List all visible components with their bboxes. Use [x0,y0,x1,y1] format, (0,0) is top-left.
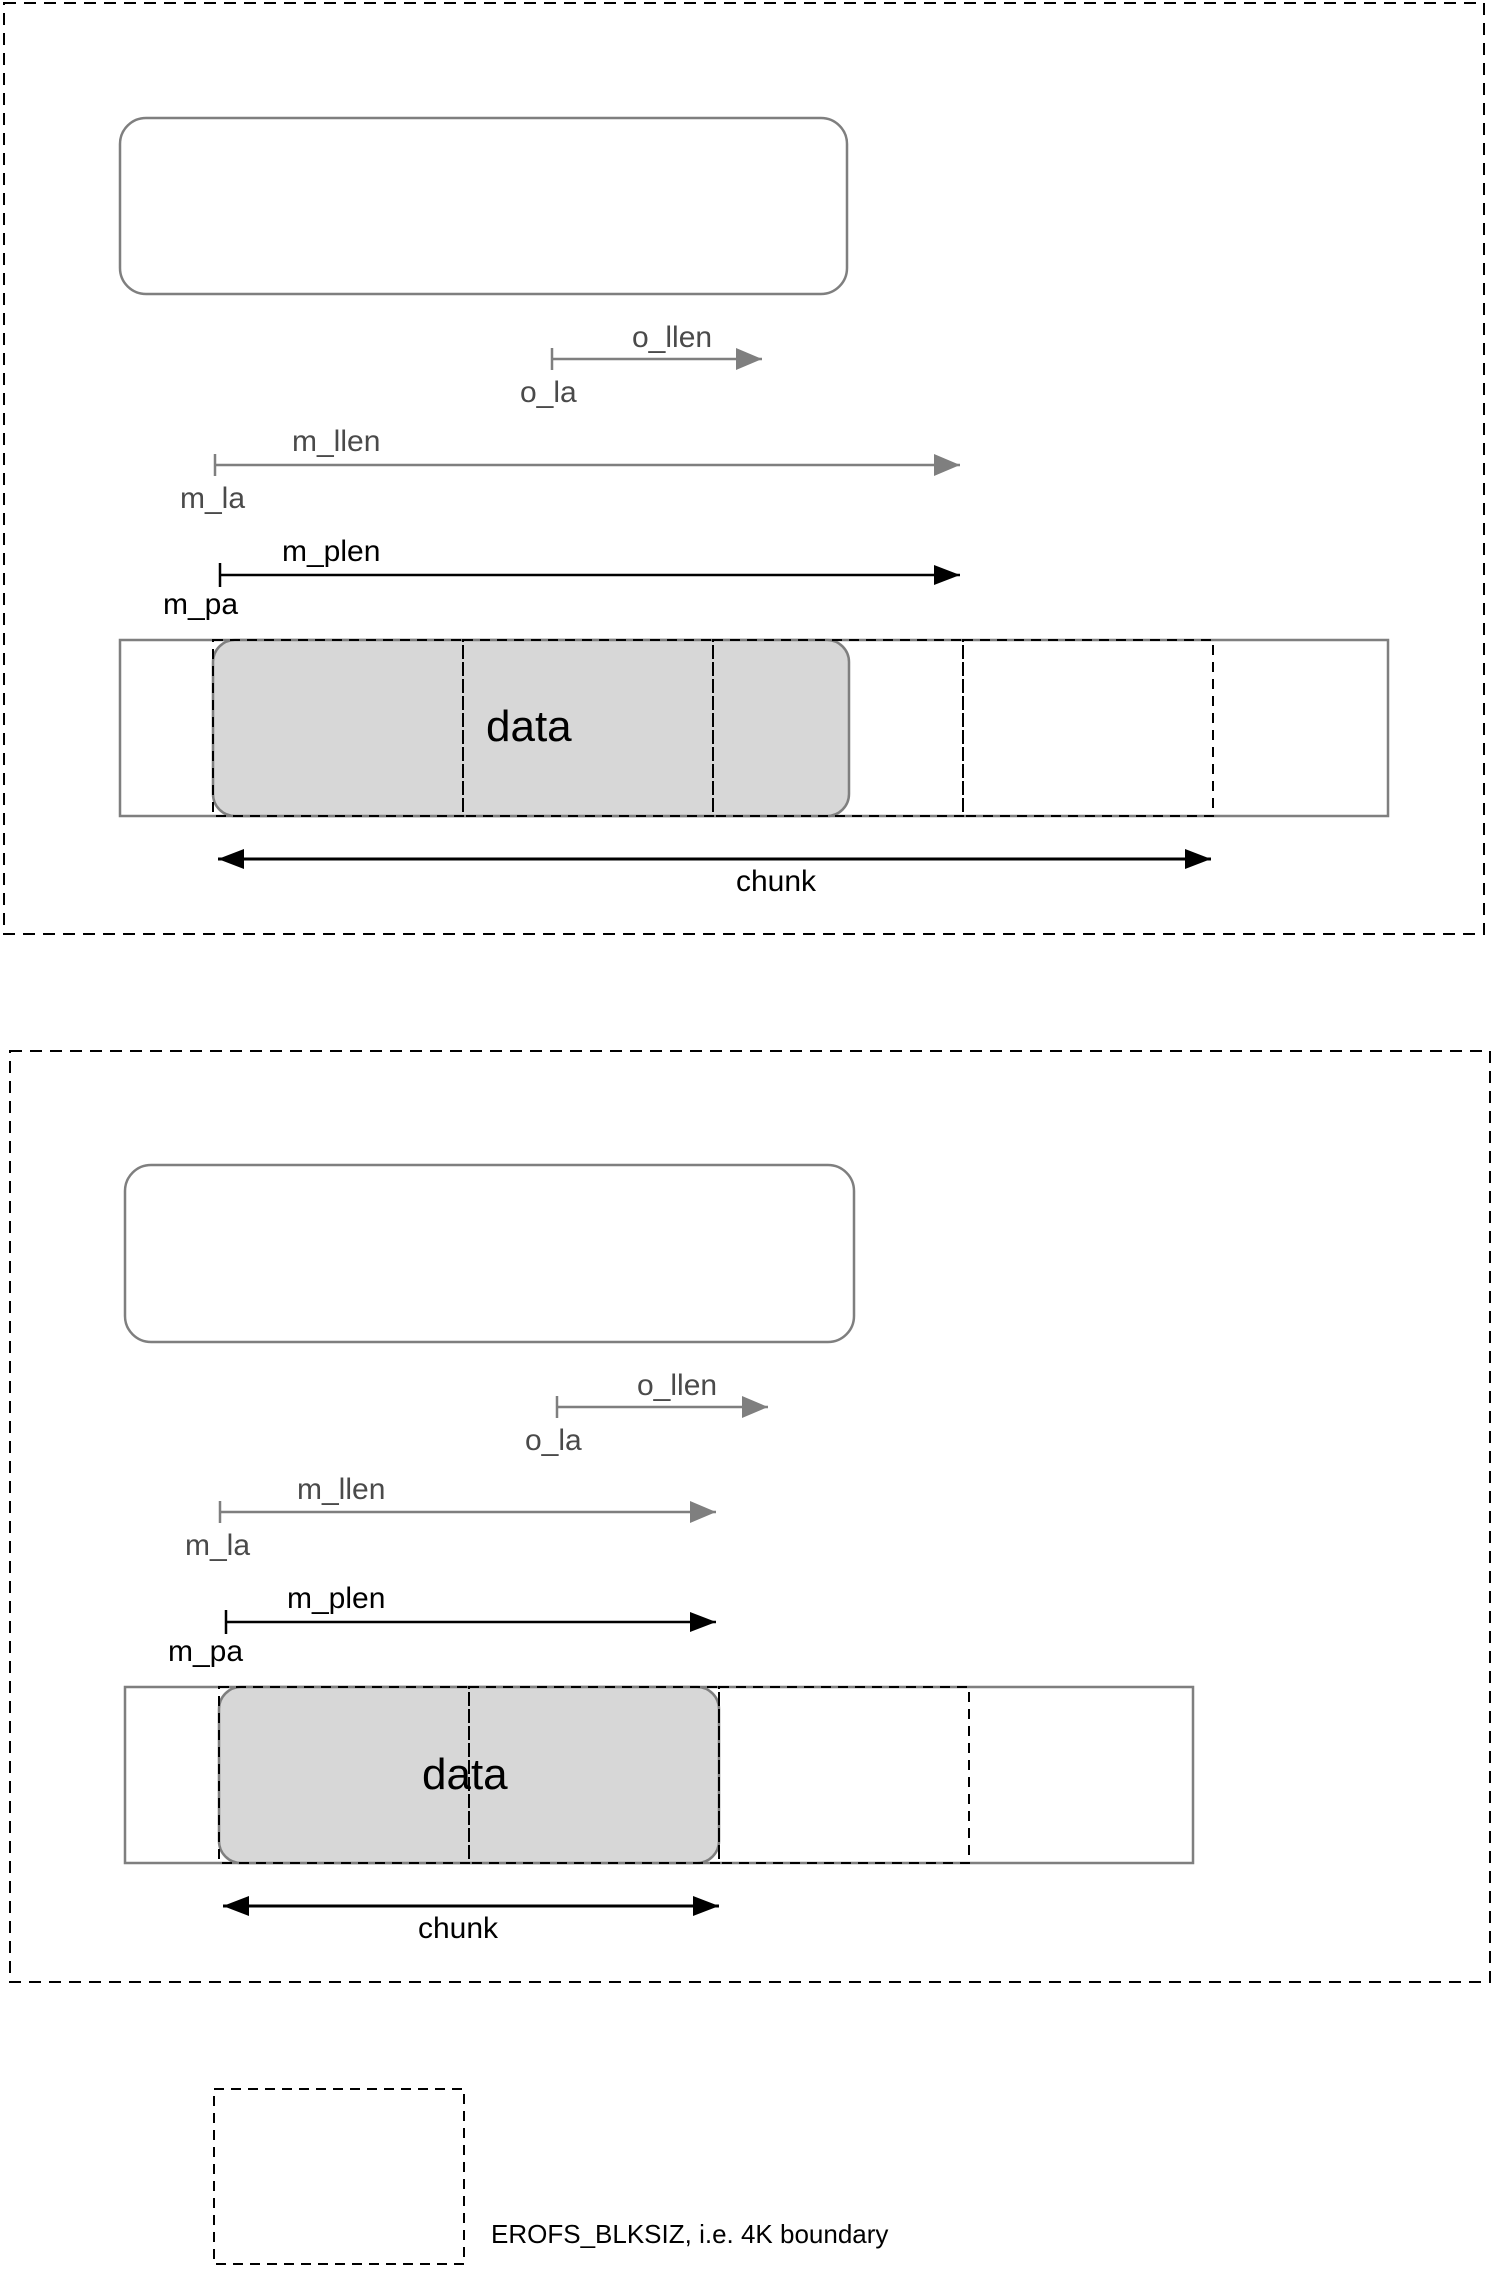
panel-1-chunk-label: chunk [736,865,817,898]
panel-2-chunk-label: chunk [418,1912,499,1945]
panel-1-m-pa-label: m_pa [163,588,238,621]
legend-label: EROFS_BLKSIZ, i.e. 4K boundary [491,2219,888,2249]
panel-1-m-la-label: m_la [180,482,245,515]
panel-1-block-boundary-2 [462,639,714,817]
panel-1-o-la-label: o_la [520,376,577,409]
panel-1-o-llen-label: o_llen [632,321,712,354]
panel-2-logical-extent-box [123,1163,856,1344]
panel-2: o_llen o_la m_llen m_la m_plen m_pa data… [9,1050,1491,1983]
panel-2-block-boundary-2 [468,1686,720,1864]
panel-1-data-label: data [486,702,572,751]
panel-1-block-boundary-4 [962,639,1214,817]
panel-1-m-llen-label: m_llen [292,425,380,458]
panel-1-logical-extent-box [118,116,849,296]
panel-1-block-boundary-3 [712,639,964,817]
panel-2-block-boundary-3 [718,1686,970,1864]
panel-2-m-pa-label: m_pa [168,1635,243,1668]
panel-2-block-boundary-1 [218,1686,470,1864]
panel-1-m-plen-label: m_plen [282,535,380,568]
panel-2-boundary [9,1050,1491,1983]
panel-1-block-boundary-1 [212,639,464,817]
panel-2-o-llen-label: o_llen [637,1369,717,1402]
panel-2-m-la-label: m_la [185,1529,250,1562]
panel-2-m-plen-label: m_plen [287,1582,385,1615]
panel-1-boundary [3,2,1485,935]
panel-2-m-llen-label: m_llen [297,1473,385,1506]
legend-boundary-swatch [213,2088,465,2265]
legend: EROFS_BLKSIZ, i.e. 4K boundary [213,2088,888,2265]
panel-2-data-label: data [422,1750,508,1799]
panel-2-o-la-label: o_la [525,1424,582,1457]
panel-1: o_llen o_la m_llen m_la m_plen m_pa data… [3,2,1485,935]
